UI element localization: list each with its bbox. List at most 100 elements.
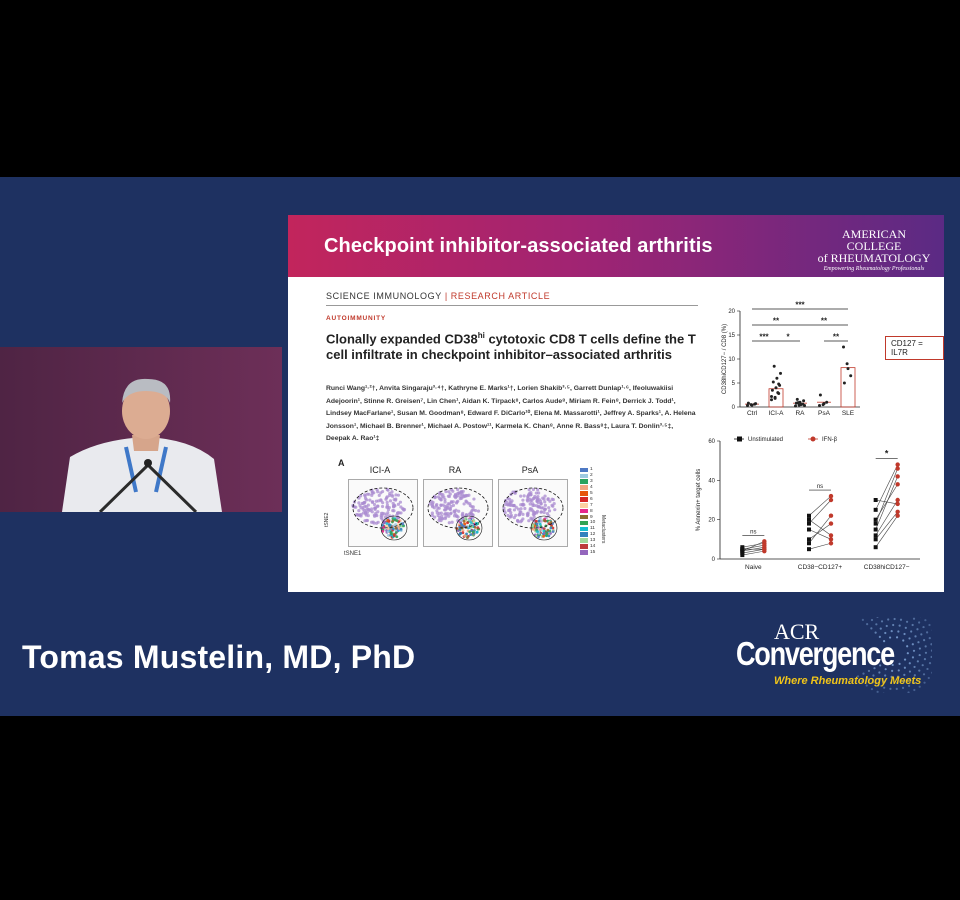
unstimulated-point <box>807 521 811 526</box>
tsne-point <box>380 504 385 509</box>
logo-dot <box>907 691 910 693</box>
tsne-point <box>530 507 534 511</box>
tsne-point <box>463 534 467 538</box>
tsne-point <box>526 495 530 499</box>
logo-dot <box>878 671 881 674</box>
tsne-point <box>549 521 553 524</box>
tsne-point <box>380 517 384 521</box>
tsne-point <box>389 530 393 534</box>
tsne-point <box>450 500 454 504</box>
logo-dot <box>912 617 916 620</box>
tsne-point <box>542 510 546 515</box>
ifn-point <box>828 513 834 518</box>
tsne-point <box>520 518 524 523</box>
logo-dot <box>907 684 911 687</box>
pair-line <box>742 544 765 550</box>
tsne-point <box>534 491 538 495</box>
tsne-point <box>361 507 365 511</box>
tsne-point <box>456 487 460 492</box>
cluster-legend-item: 6 <box>580 496 595 502</box>
tsne-point <box>459 531 463 535</box>
logo-dot <box>880 620 884 623</box>
data-point <box>754 402 758 406</box>
y-tick-label: 0 <box>712 557 716 563</box>
tsne-point <box>461 531 465 535</box>
logo-dot <box>918 677 921 681</box>
tsne-outline <box>530 515 558 541</box>
logo-dot <box>884 668 887 671</box>
logo-dot <box>910 630 913 633</box>
y-axis-label: % Annexin+ target cells <box>696 469 702 532</box>
tsne-point <box>527 519 531 523</box>
logo-dot <box>928 637 931 640</box>
tsne-point <box>473 525 477 529</box>
tsne-point <box>529 493 533 497</box>
ifn-point <box>828 533 834 538</box>
tsne-point <box>542 534 545 538</box>
tsne-point <box>361 511 366 515</box>
logo-dot <box>901 686 905 690</box>
logo-dot <box>914 635 917 638</box>
tsne-point <box>508 515 512 519</box>
tsne-point <box>517 513 521 517</box>
data-point <box>803 404 806 408</box>
logo-dot <box>875 623 878 626</box>
tsne-point <box>385 500 389 504</box>
logo-dot <box>896 675 900 678</box>
tsne-point <box>509 511 513 515</box>
conference-name: Convergence <box>736 635 895 672</box>
tsne-point <box>461 511 465 515</box>
tsne-point <box>467 512 472 516</box>
cluster-label: 15 <box>590 549 596 555</box>
data-point <box>746 401 750 405</box>
tsne-point <box>545 531 549 535</box>
tsne-point <box>377 493 381 498</box>
tsne-point <box>539 510 543 514</box>
cluster-swatch <box>580 467 588 473</box>
tsne-point <box>543 500 547 504</box>
tsne-point <box>396 493 401 497</box>
logo-dot <box>913 681 916 684</box>
tsne-outline <box>502 487 564 529</box>
pair-line <box>808 515 832 544</box>
unstimulated-point <box>873 533 878 538</box>
tsne-point <box>391 494 395 498</box>
data-point <box>775 376 779 380</box>
tsne-point <box>448 492 452 496</box>
logo-dot <box>872 674 875 677</box>
logo-dot <box>908 677 911 681</box>
logo-dot <box>889 687 892 690</box>
cluster-label: 6 <box>590 496 593 502</box>
tsne-point <box>508 497 512 501</box>
cluster-legend-item: 14 <box>580 544 595 550</box>
tsne-point <box>535 522 539 526</box>
tsne-point <box>446 494 450 498</box>
logo-dot <box>879 627 882 630</box>
cluster-legend-item: 7 <box>580 502 595 508</box>
tsne-point <box>519 507 523 511</box>
cluster-swatch <box>580 514 588 520</box>
tsne-point <box>464 493 468 498</box>
cluster-legend-item: 12 <box>580 532 595 538</box>
tsne-point <box>476 509 481 513</box>
logo-dot <box>923 639 926 642</box>
data-point <box>796 401 800 405</box>
cluster-swatch <box>580 508 588 514</box>
tsne-point <box>450 520 454 524</box>
tsne-point <box>466 521 469 525</box>
cluster-label: 8 <box>590 508 593 514</box>
tsne-point <box>550 497 554 501</box>
tsne-point <box>538 522 542 526</box>
tsne-point <box>514 513 518 517</box>
tsne-point <box>545 511 550 516</box>
data-point <box>842 381 846 385</box>
logo-dot <box>892 623 895 627</box>
tsne-point <box>433 515 437 519</box>
tsne-point <box>374 513 378 517</box>
tsne-point <box>386 533 390 537</box>
data-point <box>849 374 853 378</box>
tsne-point <box>538 517 542 521</box>
y-tick-label: 10 <box>728 357 735 363</box>
logo-dot <box>911 623 914 627</box>
